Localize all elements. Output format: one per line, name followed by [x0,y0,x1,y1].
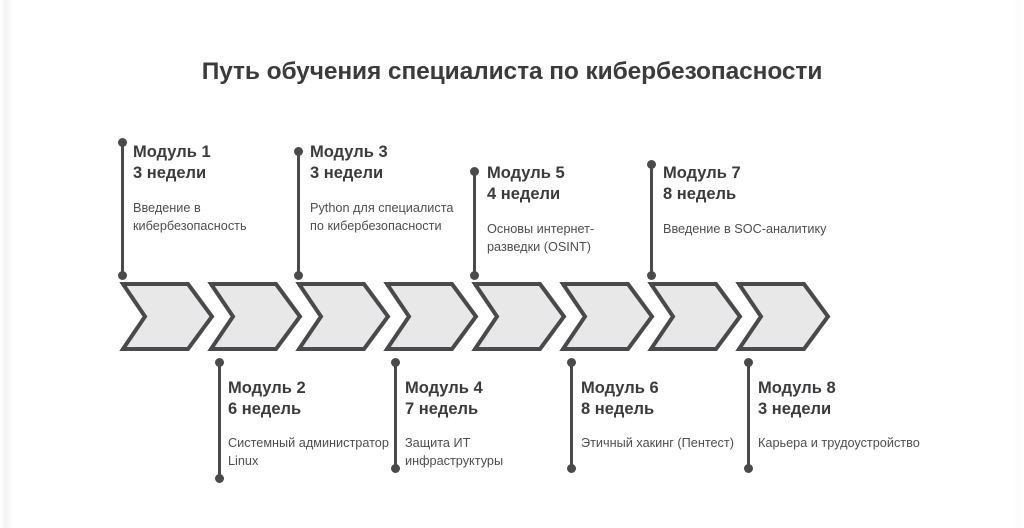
module-description-4: Защита ИТ инфраструктуры [405,435,504,468]
chevron-step-2[interactable] [207,281,303,352]
module-name-5: Модуль 5 [487,164,565,182]
connector-stem [121,142,124,276]
connector-dot-bottom [470,271,479,280]
chevron-step-3[interactable] [295,281,391,352]
connector-dot-bottom [294,271,303,280]
connector-stem [218,362,221,479]
module-duration-5: 4 недели [487,184,561,203]
module-heading-1: Модуль 1 3 недели [133,142,298,184]
connector-stem [297,151,300,276]
connector-stem [473,171,476,276]
connector-dot-top [567,358,576,367]
connector-dot-top [294,147,303,156]
module-duration-7: 8 недель [663,184,737,203]
module-name-6: Модуль 6 [581,379,659,397]
connector-dot-top [647,160,656,169]
module-duration-1: 3 недели [133,163,207,182]
module-description-3: Python для специалиста по кибербезопасно… [310,200,454,233]
chevron-step-7[interactable] [647,281,743,352]
module-name-1: Модуль 1 [133,143,211,161]
connector-dot-top [118,138,127,147]
connector-dot-bottom [567,464,576,473]
connector-dot-bottom [391,464,400,473]
module-description-5: Основы интернет-разведки (OSINT) [487,221,595,254]
connector-line-module-2 [215,358,224,483]
connector-line-module-7 [647,160,656,280]
connector-line-module-6 [567,358,576,473]
page-title: Путь обучения специалиста по кибербезопа… [201,58,823,85]
module-duration-6: 8 недель [581,399,655,418]
module-description-1: Введение в кибербезопасность [133,200,247,233]
connector-dot-bottom [215,474,224,483]
chevron-band [0,281,1024,355]
module-heading-2: Модуль 2 6 недель [228,378,398,420]
module-name-7: Модуль 7 [663,164,741,182]
connector-dot-bottom [647,271,656,280]
connector-stem [570,362,573,469]
module-name-8: Модуль 8 [758,379,836,397]
chevron-step-6[interactable] [559,281,655,352]
connector-dot-bottom [744,464,753,473]
chevron-step-5[interactable] [471,281,567,352]
chevron-step-8[interactable] [735,281,831,352]
module-heading-3: Модуль 3 3 недели [310,142,470,184]
connector-line-module-8 [744,358,753,473]
chevron-step-1[interactable] [119,281,215,352]
connector-stem [394,362,397,469]
module-duration-8: 3 недели [758,399,832,418]
module-duration-2: 6 недель [228,399,302,418]
module-heading-7: Модуль 7 8 недель [663,163,833,205]
chevron-step-4[interactable] [383,281,479,352]
connector-dot-top [391,358,400,367]
module-heading-8: Модуль 8 3 недели [758,378,933,420]
connector-dot-top [470,167,479,176]
connector-dot-top [215,358,224,367]
connector-dot-bottom [118,271,127,280]
connector-dot-top [744,358,753,367]
module-name-3: Модуль 3 [310,143,388,161]
module-description-6: Этичный хакинг (Пентест) [581,435,734,450]
module-description-7: Введение в SOC-аналитику [663,221,827,236]
module-description-8: Карьера и трудоустройство [758,435,920,450]
connector-line-module-5 [470,167,479,280]
module-heading-6: Модуль 6 8 недель [581,378,746,420]
module-heading-4: Модуль 4 7 недель [405,378,570,420]
page-edge-right [1014,0,1024,528]
module-duration-4: 7 недель [405,399,479,418]
module-description-2: Системный администратор Linux [228,435,389,468]
module-duration-3: 3 недели [310,163,384,182]
module-name-2: Модуль 2 [228,379,306,397]
page-edge-left [0,0,13,528]
module-name-4: Модуль 4 [405,379,483,397]
connector-line-module-1 [118,138,127,280]
connector-line-module-3 [294,147,303,280]
connector-line-module-4 [391,358,400,473]
connector-stem [650,164,653,276]
module-heading-5: Модуль 5 4 недели [487,163,647,205]
connector-stem [747,362,750,469]
